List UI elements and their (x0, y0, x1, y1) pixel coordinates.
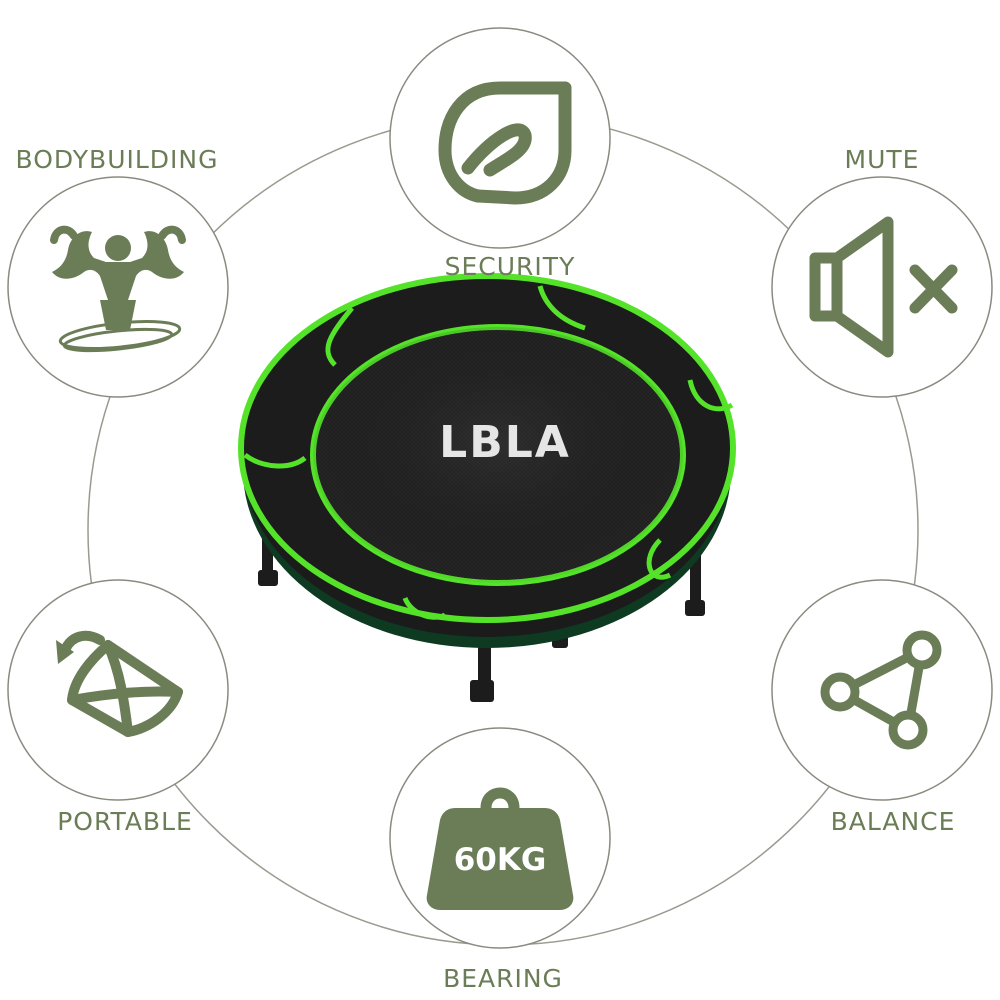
speaker-mute-icon (809, 216, 958, 358)
rotate-arrow-icon (56, 640, 74, 664)
pad-seams (243, 285, 734, 620)
weight-icon: 60KG (426, 787, 574, 910)
triangle-nodes-icon (820, 630, 942, 750)
fold-rotate-icon (61, 630, 183, 737)
bearing-label: BEARING (443, 964, 563, 993)
trampoline-image: LBLA (238, 273, 736, 702)
bodybuilding-label: BODYBUILDING (15, 145, 219, 174)
mute-label: MUTE (844, 145, 920, 174)
mute-circle (771, 176, 993, 398)
orbit-rings-icon (58, 320, 182, 353)
portable-label: PORTABLE (57, 807, 193, 836)
balance-label: BALANCE (830, 807, 956, 836)
security-label: SECURITY (444, 252, 576, 281)
weight-text: 60KG (454, 842, 547, 878)
leaf-icon (438, 81, 572, 205)
balance-circle (771, 579, 993, 801)
brand-logo: LBLA (439, 417, 571, 468)
